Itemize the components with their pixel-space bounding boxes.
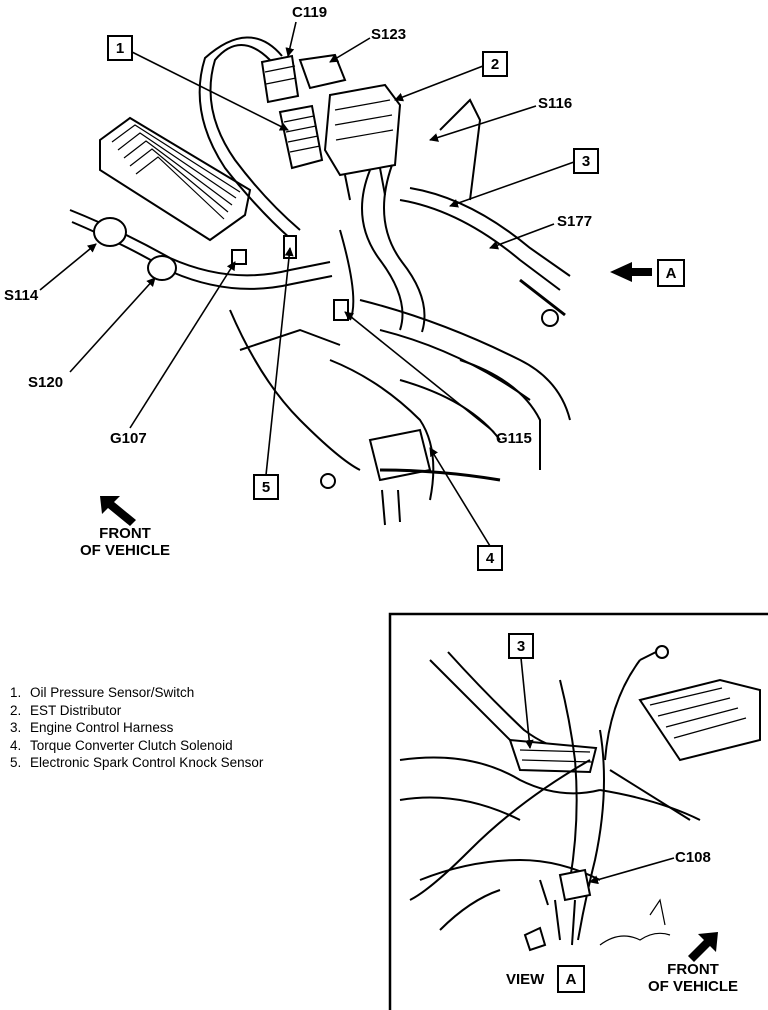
- front-of-vehicle-main: FRONT OF VEHICLE: [80, 496, 170, 559]
- callout-3: 3: [573, 148, 599, 174]
- callout-2-number: 2: [491, 56, 499, 73]
- inset-callout-3-leader: [520, 657, 534, 749]
- front-label-line1: FRONT: [99, 525, 151, 542]
- callout-3-number: 3: [582, 153, 590, 170]
- label-view: VIEW: [506, 971, 545, 988]
- arrow-left-icon: [610, 262, 652, 282]
- callout-5: 5: [253, 474, 279, 500]
- component-legend: 1.Oil Pressure Sensor/Switch 2.EST Distr…: [10, 684, 263, 772]
- callout-5-number: 5: [262, 479, 270, 496]
- leader-lines: [39, 21, 575, 547]
- view-a-letter: A: [666, 265, 677, 282]
- legend-item: 3.Engine Control Harness: [10, 720, 174, 735]
- label-s114: S114: [4, 287, 39, 304]
- inset-callout-3-number: 3: [517, 638, 525, 655]
- label-s123: S123: [371, 26, 406, 43]
- legend-item: 1.Oil Pressure Sensor/Switch: [10, 685, 195, 700]
- callout-4-number: 4: [486, 550, 495, 567]
- c108-leader: [589, 857, 675, 885]
- callout-1-number: 1: [116, 40, 124, 57]
- inset-view-a: 3 C108 VIEW A FRONT OF VEHICLE: [388, 612, 768, 1010]
- label-g115: G115: [496, 430, 532, 447]
- arrow-up-left-icon: [100, 496, 136, 526]
- legend-item: 4.Torque Converter Clutch Solenoid: [10, 737, 233, 753]
- callout-1: 1: [107, 35, 133, 61]
- inset-view-letter: A: [566, 971, 577, 988]
- legend-item: 2.EST Distributor: [10, 702, 122, 718]
- label-c119: C119: [292, 4, 327, 21]
- view-a-marker: A: [610, 259, 685, 287]
- inset-front-line2: OF VEHICLE: [648, 978, 738, 995]
- callout-2: 2: [482, 51, 508, 77]
- label-s177: S177: [557, 213, 592, 230]
- inset-front-line1: FRONT: [667, 961, 719, 978]
- label-s116: S116: [538, 95, 572, 112]
- callout-4: 4: [477, 545, 503, 571]
- engine-illustration: [69, 36, 571, 526]
- label-g107: G107: [110, 430, 147, 447]
- legend-item: 5.Electronic Spark Control Knock Sensor: [10, 755, 264, 770]
- label-c108: C108: [675, 849, 711, 866]
- front-label-line2: OF VEHICLE: [80, 542, 170, 559]
- label-s120: S120: [28, 374, 63, 391]
- arrow-up-right-icon: [688, 932, 718, 962]
